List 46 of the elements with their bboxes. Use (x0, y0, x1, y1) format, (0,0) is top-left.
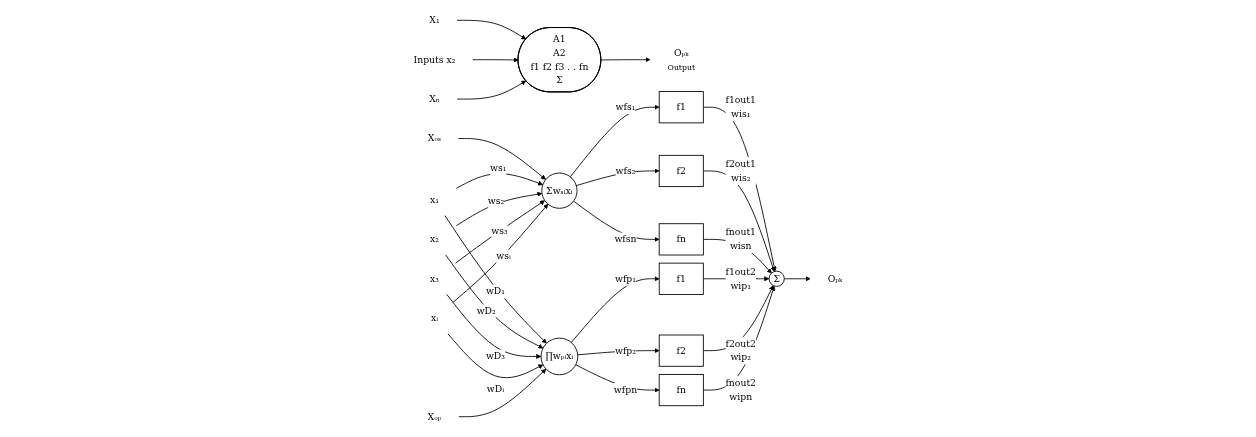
node-text: Oₚₖ (827, 272, 843, 284)
node-text: Xₙ (429, 93, 440, 105)
edge-label: wsᵢ (496, 250, 511, 262)
edge-label: ws₃ (491, 225, 508, 237)
node-text: Oₚₖ (673, 46, 689, 58)
node-label: fnout2 (725, 377, 757, 389)
edge-label: wip₁ (730, 279, 751, 291)
node-text: xᵢ (430, 312, 439, 324)
node-box: fn (658, 223, 704, 256)
node-label: f2out1 (725, 158, 756, 170)
node-text: Xₒₚ (427, 410, 442, 422)
node-box: f2 (658, 334, 704, 367)
node-text: X₁ (429, 14, 440, 26)
edge-label: wfpn (613, 384, 638, 396)
node-box: fn (658, 373, 704, 407)
node-label: f2out2 (725, 337, 756, 349)
edge-label: wfs₂ (615, 165, 636, 177)
edge-label: wipn (729, 391, 753, 403)
node-box: f1 (658, 262, 704, 295)
node-text: Inputs x₂ (413, 53, 456, 65)
node-text: x₂ (430, 233, 439, 245)
edge-label: wD₃ (485, 350, 505, 362)
edge-label: wis₁ (731, 108, 751, 120)
edge-label: wfp₂ (614, 344, 636, 356)
edge-label: wfs₁ (615, 101, 636, 113)
edge-label: wfp₁ (614, 272, 636, 284)
node-text: x₁ (430, 194, 439, 206)
node-label: f1out2 (725, 266, 756, 278)
edge-label: wD₁ (485, 285, 505, 297)
node-circle: Σ (768, 270, 785, 287)
node-box: f2 (658, 154, 704, 188)
edge-label: wis₂ (731, 172, 751, 184)
node-circle: Σwₛᵢxᵢ (541, 172, 578, 209)
node-text: Xₒₛ (427, 132, 442, 144)
node-label: fnout1 (725, 226, 757, 238)
edge-label: wip₂ (730, 351, 751, 363)
node-circle: ∏wₚᵢxᵢ (540, 337, 579, 376)
edge-label: wisn (729, 240, 752, 252)
edge-label: ws₂ (487, 195, 505, 207)
node-label: f1out1 (725, 94, 756, 106)
edge-label: ws₁ (490, 162, 507, 174)
edge-label: wD₂ (476, 305, 496, 317)
node-text: x₃ (430, 272, 439, 284)
edge-label: wDᵢ (486, 383, 505, 395)
node-box: f1 (658, 91, 704, 124)
edge-label: wfsn (614, 233, 637, 245)
